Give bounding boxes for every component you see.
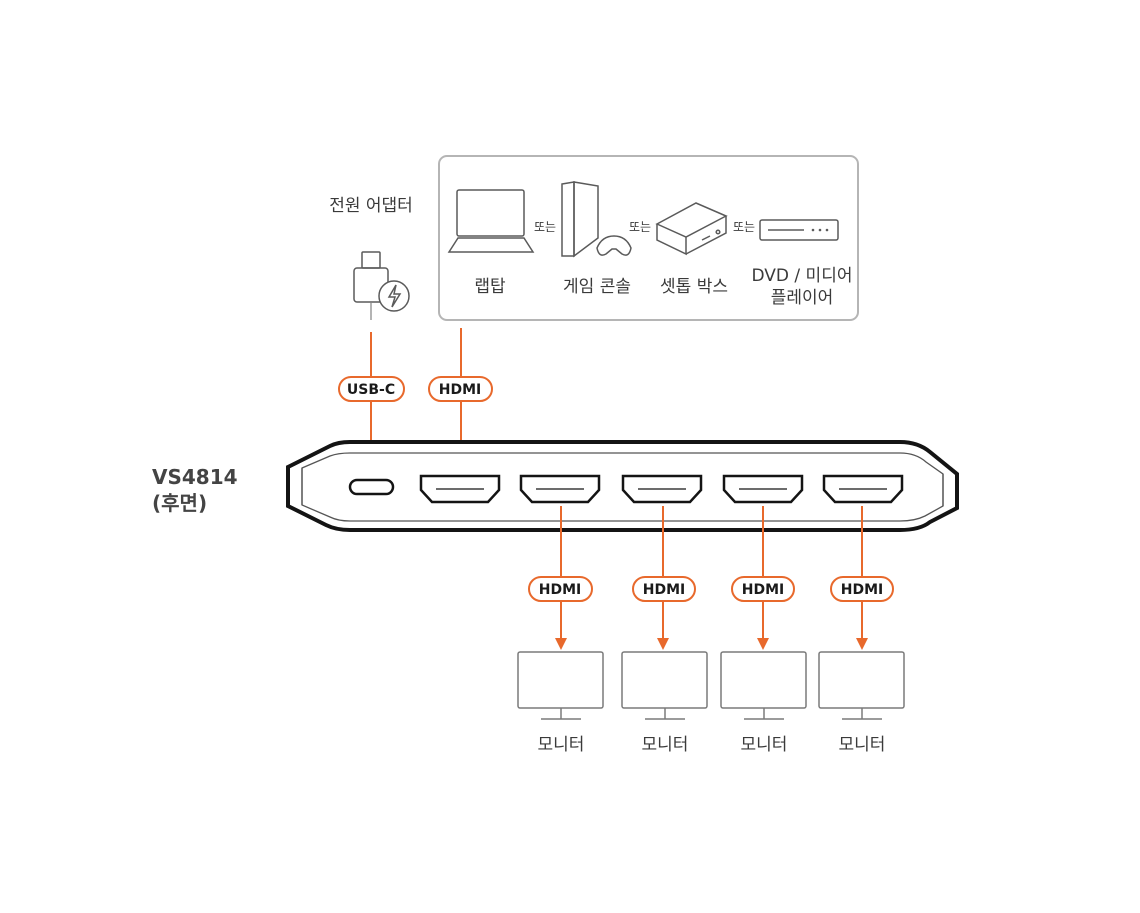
monitor-icon-1 bbox=[517, 651, 604, 720]
svg-text:USB-C: USB-C bbox=[347, 382, 395, 398]
hdmi-output-tag-2: HDMI bbox=[632, 576, 696, 602]
monitor-label-3: 모니터 bbox=[741, 735, 788, 755]
svg-text:HDMI: HDMI bbox=[439, 382, 481, 398]
or-label-1: 또는 bbox=[534, 220, 556, 234]
monitor-icon-4 bbox=[818, 651, 905, 720]
laptop-icon bbox=[447, 189, 535, 253]
dvd-player-buttons-icon bbox=[811, 228, 829, 232]
hdmi-output-tag-1: HDMI bbox=[528, 576, 593, 602]
svg-text:HDMI: HDMI bbox=[742, 582, 784, 598]
monitor-label-1: 모니터 bbox=[538, 735, 585, 755]
svg-text:HDMI: HDMI bbox=[841, 582, 883, 598]
dvd-player-label-line1: DVD / 미디어 bbox=[752, 266, 853, 286]
game-console-icon bbox=[561, 181, 632, 258]
device-name: VS4814 bbox=[152, 465, 238, 489]
hdmi-output-port-3 bbox=[722, 474, 804, 504]
monitor-icon-2 bbox=[621, 651, 708, 720]
hdmi-input-port bbox=[419, 474, 501, 504]
settop-box-icon bbox=[655, 202, 728, 256]
settop-box-label: 셋톱 박스 bbox=[660, 277, 728, 297]
monitor-icon-3 bbox=[720, 651, 807, 720]
source-devices-box bbox=[438, 155, 859, 321]
hdmi-input-tag: HDMI bbox=[428, 376, 493, 402]
hdmi-output-tag-4: HDMI bbox=[830, 576, 894, 602]
hdmi-output-port-4 bbox=[822, 474, 904, 504]
or-label-2: 또는 bbox=[629, 220, 651, 234]
game-console-label: 게임 콘솔 bbox=[563, 277, 631, 297]
svg-text:HDMI: HDMI bbox=[539, 582, 581, 598]
usb-c-port bbox=[348, 478, 395, 496]
power-adapter-icon bbox=[353, 251, 410, 312]
laptop-label: 랩탑 bbox=[474, 277, 506, 297]
monitor-label-4: 모니터 bbox=[839, 735, 886, 755]
hdmi-output-tag-3: HDMI bbox=[731, 576, 795, 602]
dvd-player-icon bbox=[759, 219, 839, 241]
usb-c-tag: USB-C bbox=[338, 376, 405, 402]
dvd-player-label-line2: 플레이어 bbox=[771, 288, 834, 308]
hdmi-output-port-2 bbox=[621, 474, 703, 504]
hdmi-output-port-1 bbox=[519, 474, 601, 504]
power-adapter-label: 전원 어댑터 bbox=[329, 196, 413, 216]
or-label-3: 또는 bbox=[733, 220, 755, 234]
device-side-label: (후면) bbox=[152, 491, 207, 515]
monitor-label-2: 모니터 bbox=[642, 735, 689, 755]
svg-text:HDMI: HDMI bbox=[643, 582, 685, 598]
